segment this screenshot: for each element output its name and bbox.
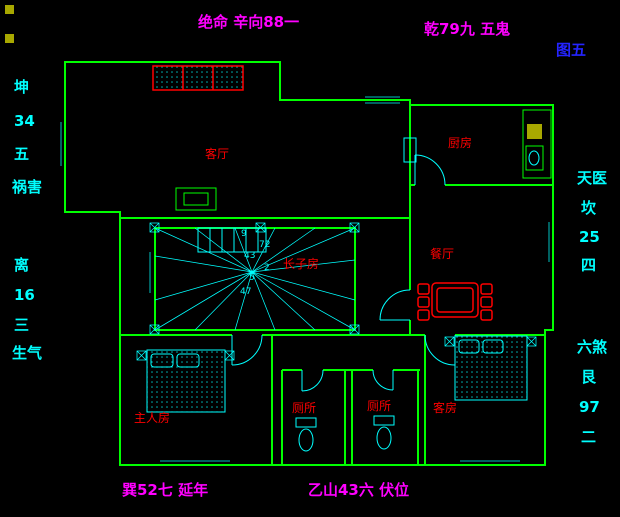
annotation-top-left: 绝命 辛向88一 — [198, 13, 299, 31]
toilet-tank — [295, 417, 317, 428]
left-lower-text: 离 — [14, 256, 29, 274]
stair-number: 72 — [259, 240, 270, 250]
room-label-living: 客厅 — [205, 146, 229, 161]
right-lower-text: 二 — [581, 428, 596, 446]
toilet-bowl — [376, 426, 392, 450]
left-upper-text: 五 — [14, 145, 29, 163]
stair-fan-lines — [154, 227, 356, 331]
room-label-toilet-2: 厕所 — [367, 399, 391, 413]
annotation-bottom-left: 巽52七 延年 — [122, 481, 208, 499]
right-lower-text: 六煞 — [577, 338, 608, 356]
dining-chair — [480, 296, 493, 308]
stair-number: 43 — [244, 251, 255, 261]
grip-square-icon[interactable] — [5, 5, 14, 14]
window-lines — [60, 96, 550, 462]
master-bed — [146, 349, 226, 413]
right-upper-text: 四 — [581, 256, 596, 274]
right-upper-text: 天医 — [577, 169, 607, 187]
dining-chair — [417, 309, 430, 321]
room-label-kitchen: 厨房 — [448, 135, 472, 150]
left-upper-text: 34 — [14, 112, 35, 130]
right-lower-text: 艮 — [581, 368, 597, 386]
toilet-fixtures — [295, 415, 395, 452]
stair-number: 47 — [240, 287, 251, 297]
guest-bed — [454, 335, 528, 401]
stove-icon — [527, 124, 542, 139]
dining-set — [417, 282, 493, 321]
kitchen-sink — [525, 145, 544, 171]
dining-chair — [480, 283, 493, 295]
left-lower-text: 16 — [14, 286, 35, 304]
fengshui-annotations: 绝命 辛向88一 乾79九 五鬼 图五 巽52七 延年 乙山43六 伏位 坤 3… — [12, 13, 608, 499]
interior-walls — [120, 100, 553, 465]
stair-number: 9 — [241, 229, 247, 239]
column-markers — [136, 222, 537, 361]
annotation-bottom-right: 乙山43六 伏位 — [308, 481, 409, 499]
left-lower-text: 三 — [14, 316, 29, 334]
room-label-guest: 客房 — [433, 400, 457, 415]
sink-basin — [528, 150, 540, 166]
stair-number: 5 — [249, 273, 255, 283]
pillow — [150, 353, 174, 368]
left-upper-text: 坤 — [14, 78, 29, 96]
dining-chair — [417, 283, 430, 295]
toilet-bowl — [298, 428, 314, 452]
tv-cabinet-inner — [183, 192, 209, 206]
sofa-dividers — [182, 66, 214, 90]
right-upper-text: 25 — [579, 228, 600, 246]
stair-flight — [197, 227, 267, 253]
dining-table-inner — [436, 287, 474, 313]
toilet-tank — [373, 415, 395, 426]
tv-cabinet — [175, 187, 217, 211]
wall-opening-frame — [403, 137, 417, 163]
room-label-dining: 餐厅 — [430, 246, 454, 261]
walls — [60, 61, 554, 466]
right-lower-text: 97 — [579, 398, 600, 416]
staircase: 9 72 43 2 5 47 — [154, 227, 356, 331]
annotation-top-right: 乾79九 五鬼 — [424, 20, 510, 38]
right-upper-text: 坎 — [581, 199, 596, 217]
living-room-furniture — [152, 65, 244, 211]
room-label-eldest-son: 长子房 — [283, 256, 319, 271]
dining-table — [431, 282, 479, 318]
room-label-master: 主人房 — [134, 410, 170, 425]
kitchen-furniture — [522, 109, 552, 179]
dining-chair — [480, 309, 493, 321]
left-lower-text: 生气 — [12, 344, 42, 362]
beds — [146, 335, 528, 413]
pillow — [458, 339, 480, 354]
door-swing-arcs — [231, 154, 456, 392]
room-label-toilet-1: 厕所 — [292, 401, 316, 415]
room-labels: 客厅 厨房 餐厅 长子房 主人房 厕所 厕所 客房 — [134, 135, 472, 425]
dining-chair — [417, 296, 430, 308]
pillow — [482, 339, 504, 354]
kitchen-counter — [522, 109, 552, 179]
figure-label: 图五 — [556, 41, 586, 59]
left-upper-text: 祸害 — [12, 178, 42, 196]
sofa — [152, 65, 244, 91]
stair-number: 2 — [264, 263, 270, 273]
grip-square-icon[interactable] — [5, 34, 14, 43]
pillow — [176, 353, 200, 368]
